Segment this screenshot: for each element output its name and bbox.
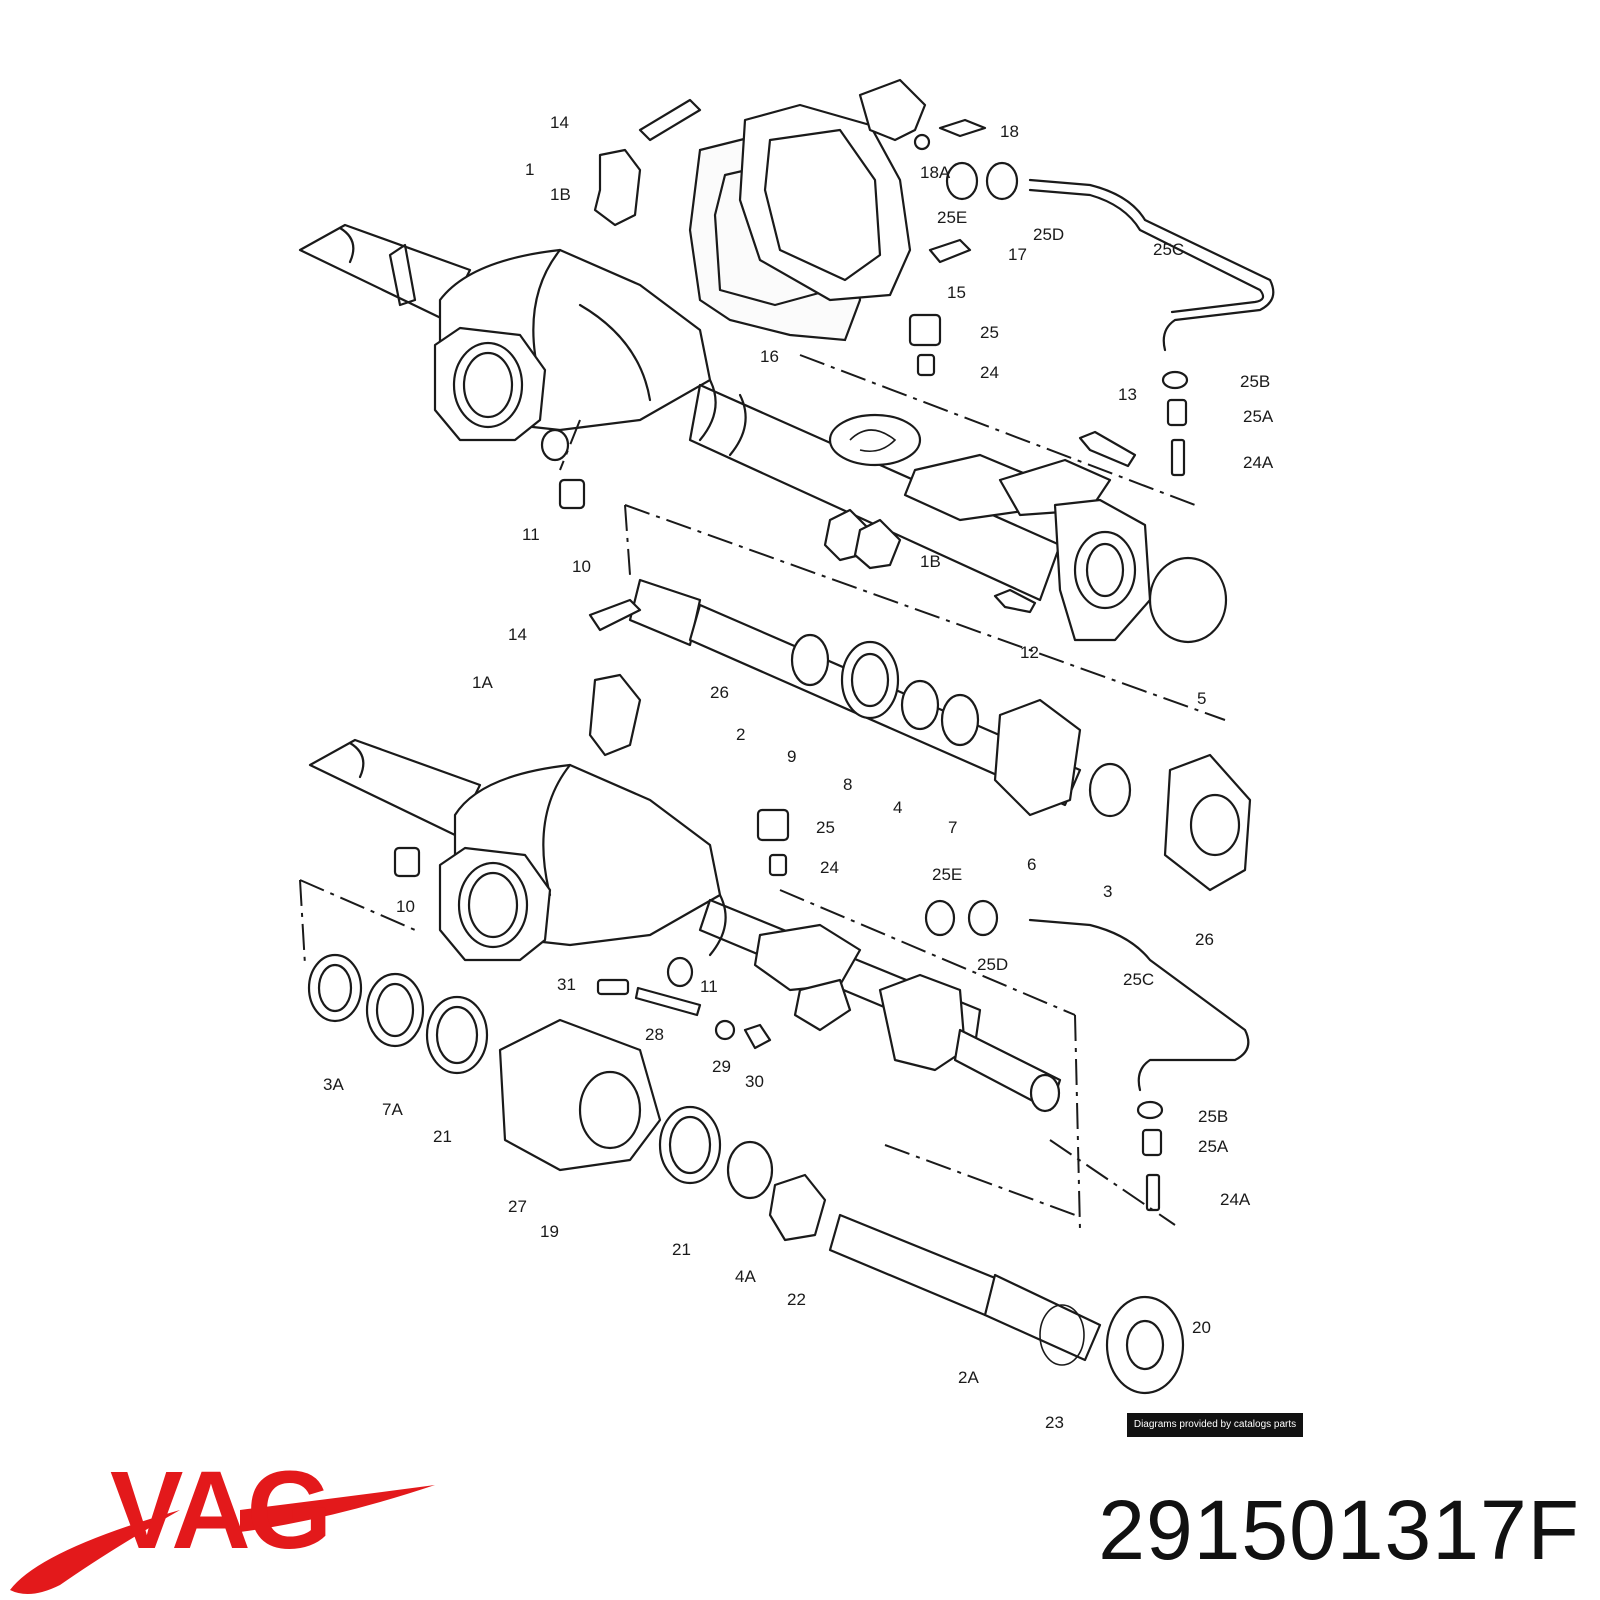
callout-label: 10 xyxy=(396,897,415,916)
diagram-credit-badge: Diagrams provided by catalogs parts xyxy=(1127,1413,1303,1437)
callout-label: 8 xyxy=(843,775,852,794)
callout-label: 27 xyxy=(508,1197,527,1216)
callout-label: 11 xyxy=(522,525,540,544)
callout-label: 22 xyxy=(787,1290,806,1309)
brand-name: VAG xyxy=(110,1449,328,1572)
callout-label: 12 xyxy=(1020,643,1039,662)
callout-label: 30 xyxy=(745,1072,764,1091)
callout-label: 7A xyxy=(382,1100,403,1119)
callout-label: 29 xyxy=(712,1057,731,1076)
callout-label: 3 xyxy=(1103,882,1112,901)
callout-label: 13 xyxy=(1118,385,1137,404)
callout-label: 1B xyxy=(550,185,571,204)
middle-shaft-assembly xyxy=(588,504,1252,892)
callout-labels: 14 1 1B 18 18A 25E 25D 25C 17 15 25 16 2… xyxy=(323,113,1274,1432)
callout-label: 9 xyxy=(787,747,796,766)
callout-label: 18 xyxy=(1000,122,1019,141)
callout-label: 20 xyxy=(1192,1318,1211,1337)
callout-label: 3A xyxy=(323,1075,344,1094)
callout-label: 25A xyxy=(1243,407,1274,426)
part-number: 291501317F xyxy=(1098,1483,1580,1577)
callout-label: 11 xyxy=(700,977,718,996)
callout-label: 7 xyxy=(948,818,957,837)
callout-label: 25D xyxy=(1033,225,1064,244)
callout-label: 14 xyxy=(550,113,569,132)
callout-label: 24A xyxy=(1220,1190,1251,1209)
vag-logo: VAG xyxy=(10,1449,435,1594)
lower-axle-assembly xyxy=(299,738,1250,1395)
callout-label: 26 xyxy=(710,683,729,702)
callout-label: 17 xyxy=(1008,245,1027,264)
upper-axle-assembly xyxy=(298,78,1275,644)
vag-logo-swoosh xyxy=(10,1510,180,1594)
callout-label: 25E xyxy=(932,865,962,884)
callout-label: 21 xyxy=(672,1240,691,1259)
vag-logo-swoosh-tail xyxy=(240,1485,435,1532)
callout-label: 25 xyxy=(816,818,835,837)
callout-label: 1 xyxy=(525,160,534,179)
callout-label: 4 xyxy=(893,798,902,817)
callout-label: 6 xyxy=(1027,855,1036,874)
callout-label: 14 xyxy=(508,625,527,644)
callout-label: 28 xyxy=(645,1025,664,1044)
callout-label: 24 xyxy=(820,858,839,877)
callout-label: 5 xyxy=(1197,689,1206,708)
callout-label: 25 xyxy=(980,323,999,342)
callout-label: 24 xyxy=(980,363,999,382)
callout-label: 18A xyxy=(920,163,951,182)
callout-label: 2A xyxy=(958,1368,979,1387)
callout-label: 24A xyxy=(1243,453,1274,472)
callout-label: 25A xyxy=(1198,1137,1229,1156)
callout-label: 25E xyxy=(937,208,967,227)
callout-label: 25B xyxy=(1240,372,1270,391)
callout-label: 15 xyxy=(947,283,966,302)
callout-label: 23 xyxy=(1045,1413,1064,1432)
callout-label: 25C xyxy=(1153,240,1184,259)
callout-label: 19 xyxy=(540,1222,559,1241)
callout-label: 2 xyxy=(736,725,745,744)
callout-label: 10 xyxy=(572,557,591,576)
callout-label: 16 xyxy=(760,347,779,366)
callout-label: 26 xyxy=(1195,930,1214,949)
callout-label: 1A xyxy=(472,673,493,692)
callout-label: 25B xyxy=(1198,1107,1228,1126)
callout-label: 4A xyxy=(735,1267,756,1286)
callout-label: 25D xyxy=(977,955,1008,974)
callout-label: 1B xyxy=(920,552,941,571)
callout-label: 31 xyxy=(557,975,576,994)
callout-label: 21 xyxy=(433,1127,452,1146)
callout-label: 25C xyxy=(1123,970,1154,989)
